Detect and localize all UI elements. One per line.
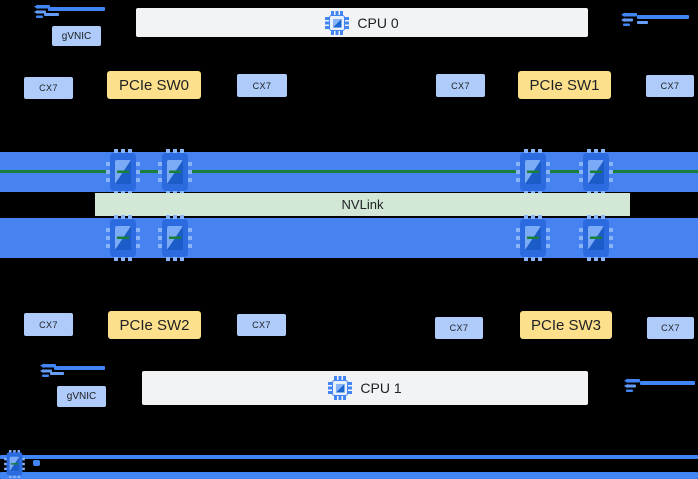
pcie-sw2-box: PCIe SW2	[108, 311, 201, 339]
network-line	[44, 13, 59, 16]
gpu-network-line	[0, 455, 698, 459]
pcie-sw3-box: PCIe SW3	[520, 311, 612, 339]
gvnic-box: gVNIC	[57, 386, 106, 407]
gpu-chip-icon	[106, 149, 140, 195]
gpu-chip-icon	[4, 450, 25, 478]
cpu0-label: CPU 0	[357, 14, 399, 31]
cx7-label: CX7	[660, 81, 680, 91]
cx7-nic-box: CX7	[646, 75, 694, 97]
cpu-chip-icon	[328, 376, 353, 400]
cx7-nic-box: CX7	[24, 77, 73, 99]
network-line	[54, 366, 105, 370]
network-node-dot	[33, 460, 40, 466]
pcie-sw0-box: PCIe SW0	[107, 71, 201, 99]
pcie-sw1-label: PCIe SW1	[529, 76, 600, 94]
gvnic-label: gVNIC	[66, 391, 97, 402]
nvlink-bar: NVLink	[95, 193, 630, 216]
cx7-nic-box: CX7	[435, 317, 483, 339]
gpu-chip-icon	[516, 215, 550, 261]
pcie-sw1-box: PCIe SW1	[518, 71, 611, 99]
cx7-nic-box: CX7	[436, 74, 485, 97]
cx7-label: CX7	[39, 319, 58, 330]
cx7-nic-box: CX7	[24, 313, 73, 336]
gpu-chip-icon	[579, 149, 613, 195]
cx7-label: CX7	[661, 323, 680, 333]
gpu-chip-icon	[106, 215, 140, 261]
network-line	[640, 381, 695, 385]
gpu-chip-icon	[516, 149, 550, 195]
cx7-nic-box: CX7	[647, 317, 694, 339]
cx7-label: CX7	[39, 83, 58, 93]
cx7-label: CX7	[252, 320, 271, 330]
gvnic-box: gVNIC	[52, 26, 101, 46]
cpu1-box: CPU 1	[142, 371, 588, 405]
gpu-chip-icon	[579, 215, 613, 261]
network-line	[637, 21, 648, 24]
cpu0-box: CPU 0	[136, 8, 588, 37]
cpu1-label: CPU 1	[360, 380, 402, 396]
nvlink-label: NVLink	[341, 197, 384, 212]
network-line	[50, 372, 64, 375]
pcie-sw0-label: PCIe SW0	[118, 76, 190, 94]
network-icon	[621, 12, 637, 26]
gpu-chip-icon	[158, 149, 192, 195]
gpu-network-line	[0, 472, 698, 479]
gpu-chip-icon	[158, 215, 192, 261]
network-line	[48, 7, 105, 11]
cx7-label: CX7	[252, 80, 272, 91]
pcie-sw3-label: PCIe SW3	[530, 316, 602, 334]
cx7-nic-box: CX7	[237, 314, 286, 336]
network-line	[637, 15, 689, 19]
cx7-nic-box: CX7	[237, 74, 287, 97]
cx7-label: CX7	[449, 323, 469, 333]
network-icon	[624, 378, 640, 392]
cx7-label: CX7	[451, 80, 470, 91]
pcie-sw2-label: PCIe SW2	[119, 316, 190, 334]
gvnic-label: gVNIC	[61, 30, 92, 42]
cpu-chip-icon	[325, 10, 350, 35]
nvlink-trace-line	[0, 170, 698, 173]
